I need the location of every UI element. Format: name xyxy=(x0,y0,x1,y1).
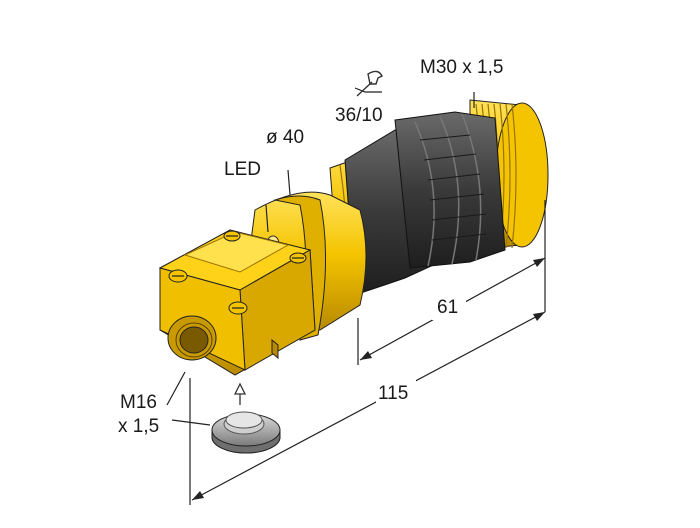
dimension-lines xyxy=(166,87,546,505)
wrench-size-label: 36/10 xyxy=(335,105,383,126)
cable-entry-port xyxy=(167,315,217,361)
arrow-up-icon xyxy=(233,382,247,405)
dimension-115-label: 115 xyxy=(378,383,409,404)
lock-nut-pair xyxy=(344,111,506,296)
blanking-plug xyxy=(211,411,281,454)
sensor-housing xyxy=(158,191,367,376)
cable-thread-label-line2: x 1,5 xyxy=(118,416,160,437)
dimension-arrowheads xyxy=(192,258,545,500)
diameter-label: ø 40 xyxy=(266,127,305,148)
wrench-icon xyxy=(356,70,383,97)
cable-thread-label-line1: M16 xyxy=(120,392,157,413)
thread-spec-label: M30 x 1,5 xyxy=(420,57,504,78)
led-label: LED xyxy=(224,159,261,180)
dimension-61-label: 61 xyxy=(437,297,459,318)
